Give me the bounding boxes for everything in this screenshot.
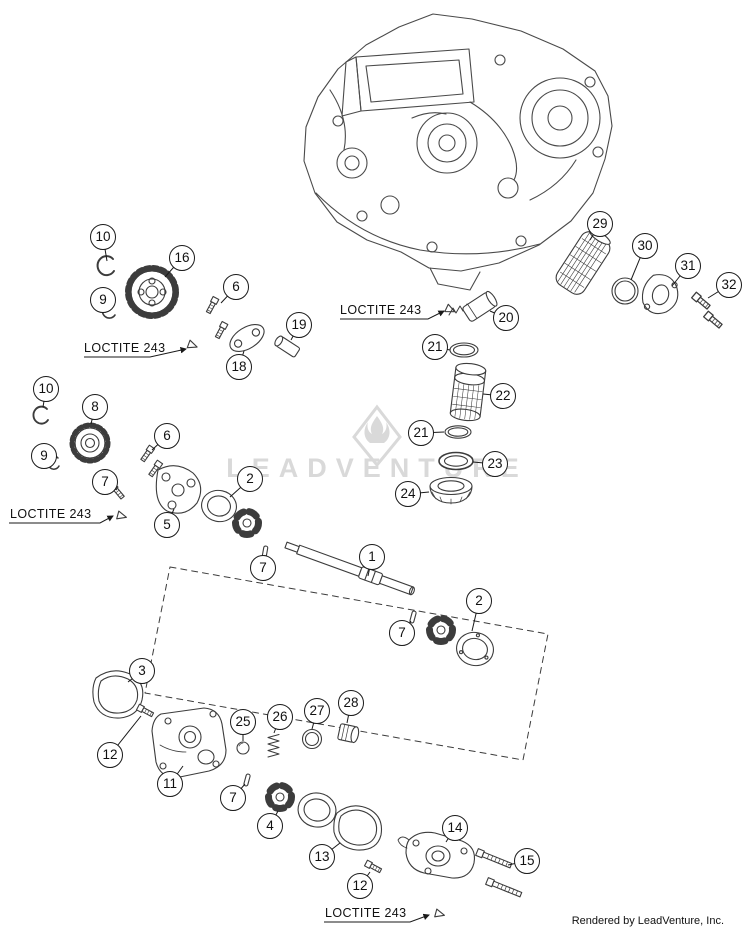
loctite-arrow-line [9,515,114,524]
callout-leader-line [321,842,341,858]
callout-leader-line [630,245,646,281]
part-pump-shaft [284,541,415,596]
part-bolt-icon [204,295,220,315]
callout-leader-line [220,286,237,304]
part-pump-rotor-outer [456,631,494,667]
callout-leader-line [232,783,246,799]
part-bolt-icon [363,859,383,875]
part-plug-screw [337,723,360,744]
callout-leader-line [420,431,445,434]
part-circlip-icon [96,255,115,277]
part-bolt-icon [135,703,155,719]
callout-leader-line [482,393,504,397]
loctite-dab-icon [186,339,200,352]
part-filter-cover [641,274,679,315]
callout-leader-line [42,388,47,408]
callout-leader-line [151,435,168,451]
part-pump-rotor-inner [269,786,292,809]
part-sprocket-small [69,422,111,464]
loctite-dab-icon [116,510,129,522]
callout-leader-line [346,702,352,724]
loctite-arrow-line [84,347,187,358]
callout-leader-line [311,710,318,730]
part-bolt-icon [475,848,513,870]
part-pump-rotor-outer [201,489,237,523]
part-sprocket-large [125,265,179,319]
part-bolt-icon [485,877,523,899]
callout-leader-line [164,257,183,278]
part-oring [611,277,639,305]
leader-lines [9,223,730,923]
part-oring [444,425,472,439]
callout-leader-line [90,406,96,425]
part-plug-cap [429,476,473,505]
part-bolt-icon [139,444,156,463]
part-circlip-icon [32,405,49,425]
part-pump-rotor-inner [430,619,453,642]
part-oring [301,728,323,750]
loctite-arrow-line [340,310,445,320]
part-dowel-pin [274,335,301,358]
part-bolt-icon [691,291,712,311]
part-gasket-large [92,670,144,719]
part-bracket [229,324,265,352]
watermark-logo-icon [352,404,402,468]
assembly-boundary-box [144,566,549,761]
watermark-text: LEADVENTURE [226,453,528,483]
callout-leader-line [273,716,281,734]
part-bolt-icon [703,310,724,330]
callout-leader-line [407,491,430,495]
part-pump-cover-plate [155,465,202,514]
part-oil-strainer [449,362,487,422]
part-oring [449,342,479,358]
callout-leader-line [471,600,480,632]
callout-leader-line [489,310,507,319]
part-pump-rotor-inner [236,512,259,535]
part-pump-housing [151,707,227,779]
part-check-ball [236,741,250,755]
render-credit: Rendered by LeadVenture, Inc. [571,915,724,927]
part-oil-filter [555,229,611,295]
callout-leader-line [109,715,142,756]
part-washer-icon [47,455,60,470]
part-bolt-icon [108,482,126,501]
callout-leader-line [290,324,300,341]
part-seal-ring [438,451,474,471]
loctite-dab-icon [434,908,447,920]
part-relief-valve [448,290,498,322]
callout-leader-line [401,620,412,634]
loctite-arrow-line [324,913,430,923]
watermark-flame-icon [364,416,390,443]
part-pump-end-cover [397,831,476,879]
callout-leader-line [434,346,451,351]
part-gasket-small [333,805,383,851]
part-spring-icon [267,733,280,758]
callout-leader-line [359,871,371,887]
watermark: LEADVENTURE [226,404,528,483]
callout-leader-line [671,265,689,287]
part-washer-icon [101,302,116,319]
callout-leader-line [238,350,245,368]
part-pump-rotor-outer [297,792,337,828]
part-bolt-icon [213,320,229,340]
callout-leader-line [707,284,730,299]
loctite-dab-icon [444,303,457,316]
engine-crankcase-drawing [303,13,613,291]
callout-leader-line [269,810,279,827]
callout-leader-line [127,670,143,683]
